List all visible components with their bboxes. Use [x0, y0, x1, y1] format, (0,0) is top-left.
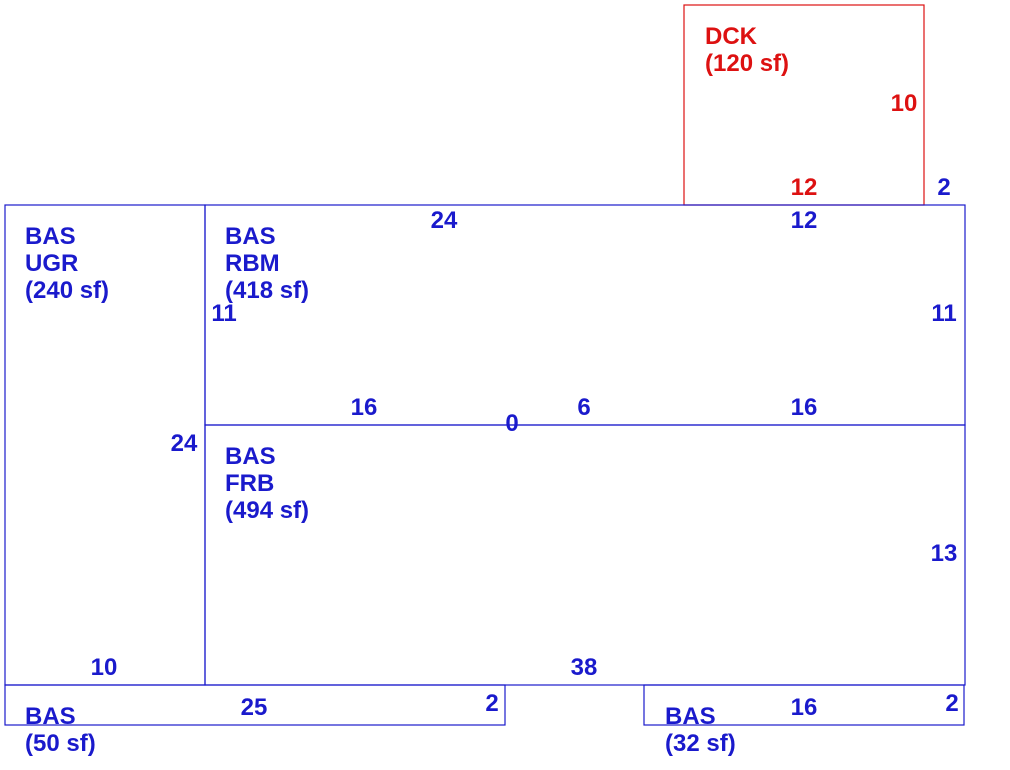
frb-code-label: BAS	[225, 443, 276, 470]
dim-ugr-bottom: 10	[91, 654, 118, 681]
rbm-outline	[204, 204, 966, 426]
frb-sub-label: FRB	[225, 470, 274, 497]
bas32-code-label: BAS	[665, 703, 716, 730]
dim-rbm-top-right: 12	[791, 207, 818, 234]
dck-area-label: (120 sf)	[705, 50, 789, 77]
bas32-area-label: (32 sf)	[665, 730, 736, 757]
bas50-area-label: (50 sf)	[25, 730, 96, 757]
ugr-code-label: BAS	[25, 223, 76, 250]
dim-rbm-right: 11	[931, 300, 956, 327]
dim-frb-right: 13	[931, 540, 958, 567]
dim-rbm-bottom-c: 16	[791, 394, 818, 421]
bas32-outline	[643, 684, 965, 726]
dim-bas32-top: 16	[791, 694, 818, 721]
bas50-code-label: BAS	[25, 703, 76, 730]
rbm-sub-label: RBM	[225, 250, 280, 277]
bas50-outline	[4, 684, 506, 726]
dim-dck-offset: 2	[937, 174, 950, 201]
dim-dck-side: 10	[891, 90, 918, 117]
ugr-area-label: (240 sf)	[25, 277, 109, 304]
dim-bas32-side: 2	[945, 690, 958, 717]
dim-dck-bottom: 12	[791, 174, 818, 201]
rbm-code-label: BAS	[225, 223, 276, 250]
frb-area-label: (494 sf)	[225, 497, 309, 524]
dck-code-label: DCK	[705, 23, 758, 50]
dim-rbm-left: 11	[211, 300, 236, 327]
dim-bas50-top: 25	[241, 694, 268, 721]
dim-rbm-bottom-a: 16	[351, 394, 378, 421]
dim-bas50-side: 2	[485, 690, 498, 717]
dim-frb-bottom: 38	[571, 654, 598, 681]
dim-ugr-side: 24	[171, 430, 198, 457]
dim-rbm-bottom-zero: 0	[505, 410, 518, 437]
rbm-area-label: (418 sf)	[225, 277, 309, 304]
dim-rbm-top-left: 24	[431, 207, 458, 234]
dim-rbm-bottom-b: 6	[577, 394, 590, 421]
ugr-sub-label: UGR	[25, 250, 78, 277]
frb-outline	[204, 424, 966, 686]
